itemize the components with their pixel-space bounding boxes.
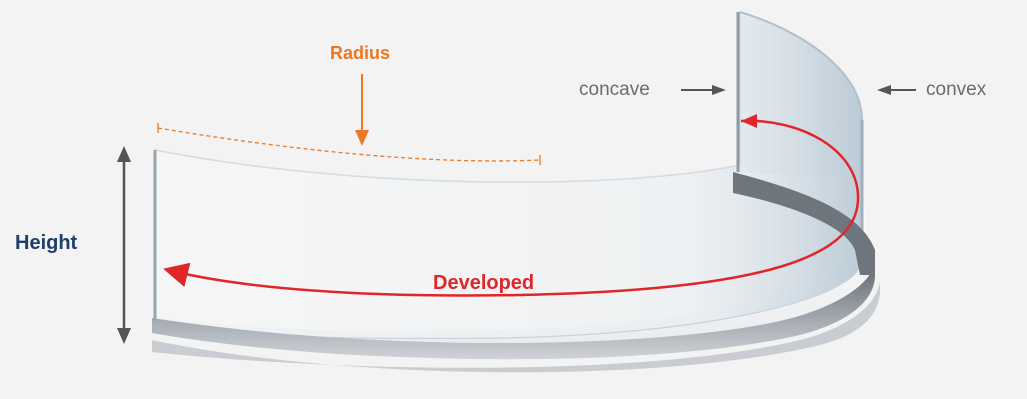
radius-arrow-head [355, 130, 369, 146]
concave-arrow-head [712, 85, 726, 95]
glass-top-edge [154, 149, 741, 183]
developed-label: Developed [433, 272, 535, 294]
height-label: Height [15, 232, 78, 254]
developed-arrow [163, 119, 860, 297]
radius-label: Radius [330, 43, 391, 63]
glass-right-top-edge [739, 11, 863, 121]
concave-label: concave [579, 79, 650, 100]
height-arrow-head-bottom [117, 328, 131, 344]
developed-arrow-start-head [741, 114, 757, 128]
base-rail [152, 262, 875, 360]
height-arrow-head-top [117, 146, 131, 162]
base-rail-right [733, 172, 875, 275]
radius-arc [157, 127, 541, 162]
convex-arrow-head [877, 85, 891, 95]
convex-label: convex [926, 79, 987, 100]
